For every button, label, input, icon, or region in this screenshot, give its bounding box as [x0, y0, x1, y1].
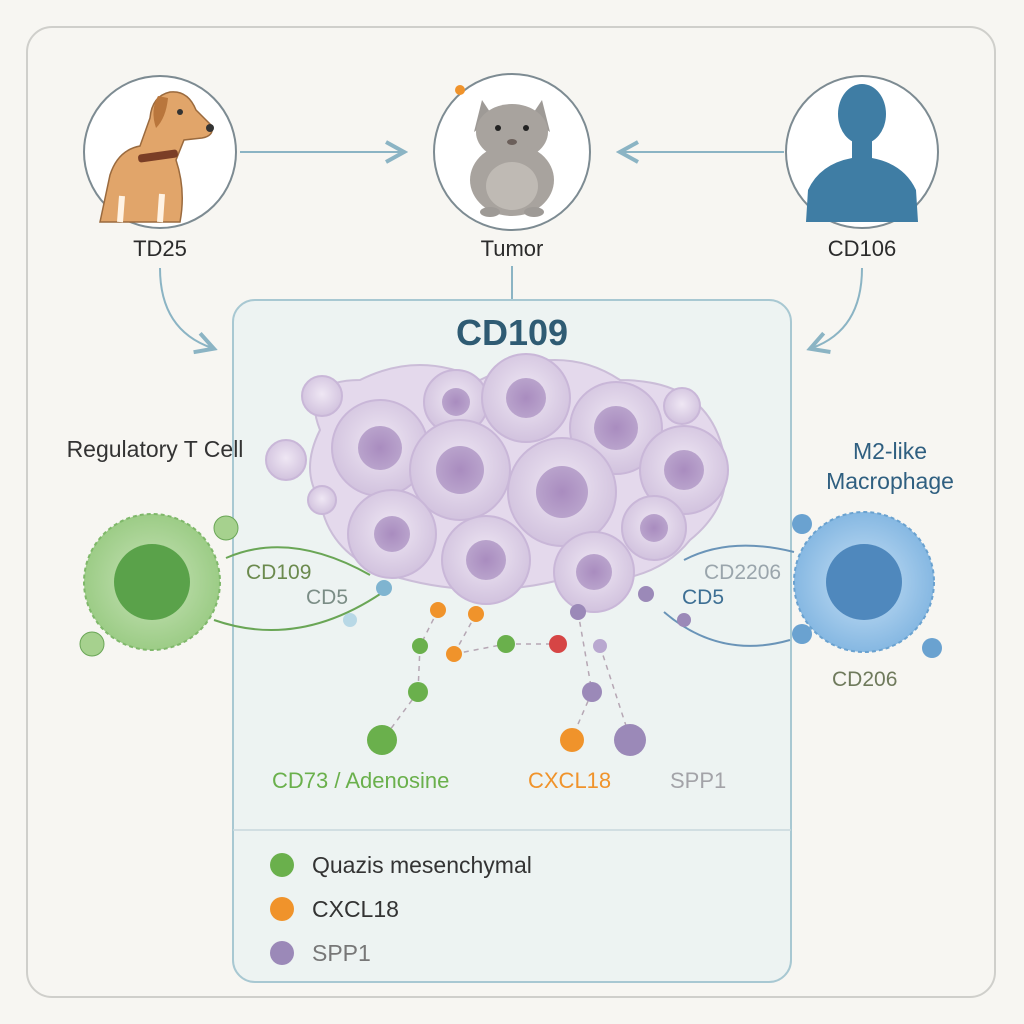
adenosine-dot	[412, 638, 428, 654]
legend-dot-green	[270, 853, 294, 877]
tumor-cell	[481, 353, 571, 443]
tumor-cell	[441, 515, 531, 605]
adenosine-dot	[497, 635, 515, 653]
dog-label: TD25	[133, 236, 187, 261]
tumor-cell	[663, 387, 701, 425]
factor-label-adenosine: CD73 / Adenosine	[272, 768, 450, 793]
factor-network	[367, 602, 646, 756]
tumor-cell	[331, 399, 429, 497]
treg-marker-cd109: CD109	[246, 561, 312, 584]
legend-item: Quazis mesenchymal	[270, 848, 532, 882]
treg-label: Regulatory T Cell	[66, 436, 244, 462]
tumor-cell	[265, 439, 307, 481]
tumor-cluster	[265, 353, 729, 613]
mac-marker-cd2206: CD2206	[704, 561, 782, 584]
macrophage-cell	[638, 511, 942, 658]
spp1-dot	[570, 604, 586, 620]
macrophage-label: M2-like Macrophage	[826, 438, 954, 494]
mac-marker-cd5: CD5	[682, 586, 725, 609]
adenosine-node	[367, 725, 397, 755]
human-label: CD106	[827, 236, 897, 261]
panel-title: CD109	[455, 312, 569, 353]
cxcl-dot	[446, 646, 462, 662]
legend-item: CXCL18	[270, 892, 399, 926]
tumor-cell	[301, 375, 343, 417]
legend-item: SPP1	[270, 936, 371, 970]
signal-dot	[549, 635, 567, 653]
spp1-dot	[593, 639, 607, 653]
spp1-dot	[582, 682, 602, 702]
tumor-cell	[307, 485, 337, 515]
spp1-node	[614, 724, 646, 756]
tumor-cell	[409, 419, 511, 521]
legend-dot-orange	[270, 897, 294, 921]
cxcl-node	[560, 728, 584, 752]
tumor-cell	[347, 489, 437, 579]
dog-icon	[99, 91, 214, 223]
tumor-cell	[621, 495, 687, 561]
factor-label-cxcl18: CXCL18	[528, 768, 612, 793]
factor-label-spp1: SPP1	[670, 768, 727, 793]
legend-label: Quazis mesenchymal	[312, 851, 532, 878]
legend-label: CXCL18	[312, 895, 399, 922]
mouse-icon	[455, 85, 554, 217]
tumor-cell	[507, 437, 617, 547]
mouse-node	[433, 73, 591, 231]
cxcl-dot	[430, 602, 446, 618]
human-icon	[806, 84, 918, 222]
top-arrows	[159, 152, 863, 348]
treg-cell	[79, 513, 392, 657]
figure-frame	[26, 26, 996, 998]
adenosine-dot	[408, 682, 428, 702]
mouse-label: Tumor	[480, 236, 544, 261]
mac-marker-cd206: CD206	[832, 668, 898, 691]
legend-dot-purple	[270, 941, 294, 965]
legend-label: SPP1	[312, 939, 371, 966]
cxcl-dot	[468, 606, 484, 622]
human-node	[785, 75, 939, 229]
tumor-cell	[639, 425, 729, 515]
tumor-cell	[553, 531, 635, 613]
dog-node	[83, 75, 237, 229]
treg-marker-cd5: CD5	[306, 586, 349, 609]
